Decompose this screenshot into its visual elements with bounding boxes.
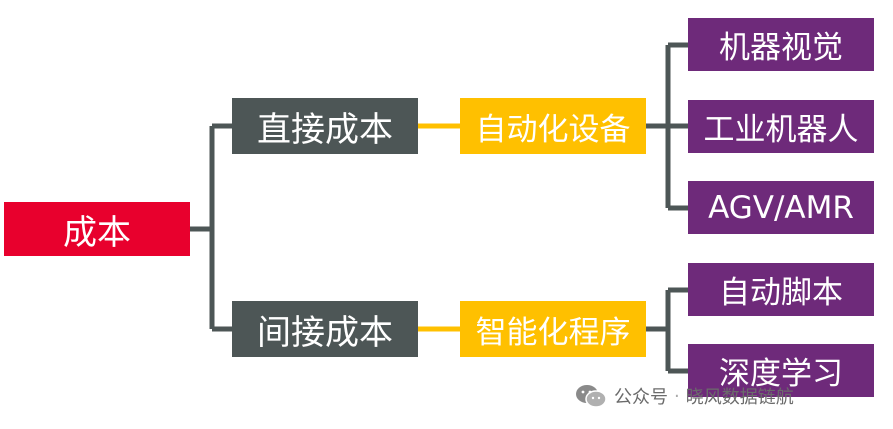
watermark-separator: ·: [674, 385, 680, 407]
sub2-leaves-connector: [646, 287, 688, 374]
watermark: 公众号 · 晓风数据链航: [574, 382, 794, 410]
leaf-node-automation-script: 自动脚本: [688, 263, 874, 316]
leaf-label: 深度学习: [719, 356, 843, 392]
sub-label: 智能化程序: [475, 314, 631, 351]
sub-node-automation-equipment: 自动化设备: [460, 98, 646, 154]
leaf-node-industrial-robot: 工业机器人: [688, 100, 874, 153]
sub-node-intelligent-programs: 智能化程序: [460, 301, 646, 357]
branch-label: 直接成本: [257, 109, 393, 150]
leaf-label: 工业机器人: [703, 112, 859, 148]
leaf-node-deep-learning: 深度学习: [688, 344, 874, 397]
branch-node-direct-cost: 直接成本: [232, 98, 418, 154]
sub-label: 自动化设备: [475, 111, 631, 148]
leaf-label: AGV/AMR: [708, 189, 854, 226]
root-connector: [190, 123, 232, 332]
leaf-label: 自动脚本: [719, 275, 843, 311]
leaf-node-machine-vision: 机器视觉: [688, 18, 874, 71]
wechat-icon: [576, 385, 607, 408]
sub1-leaves-connector: [646, 42, 688, 211]
branch-node-indirect-cost: 间接成本: [232, 301, 418, 357]
watermark-source: 公众号: [614, 387, 668, 408]
leaf-node-agv-amr: AGV/AMR: [688, 181, 874, 234]
root-label: 成本: [63, 212, 131, 253]
branch-label: 间接成本: [257, 312, 393, 353]
watermark-account: 晓风数据链航: [685, 387, 794, 408]
leaf-label: 机器视觉: [719, 30, 843, 66]
root-node: 成本: [4, 202, 190, 256]
